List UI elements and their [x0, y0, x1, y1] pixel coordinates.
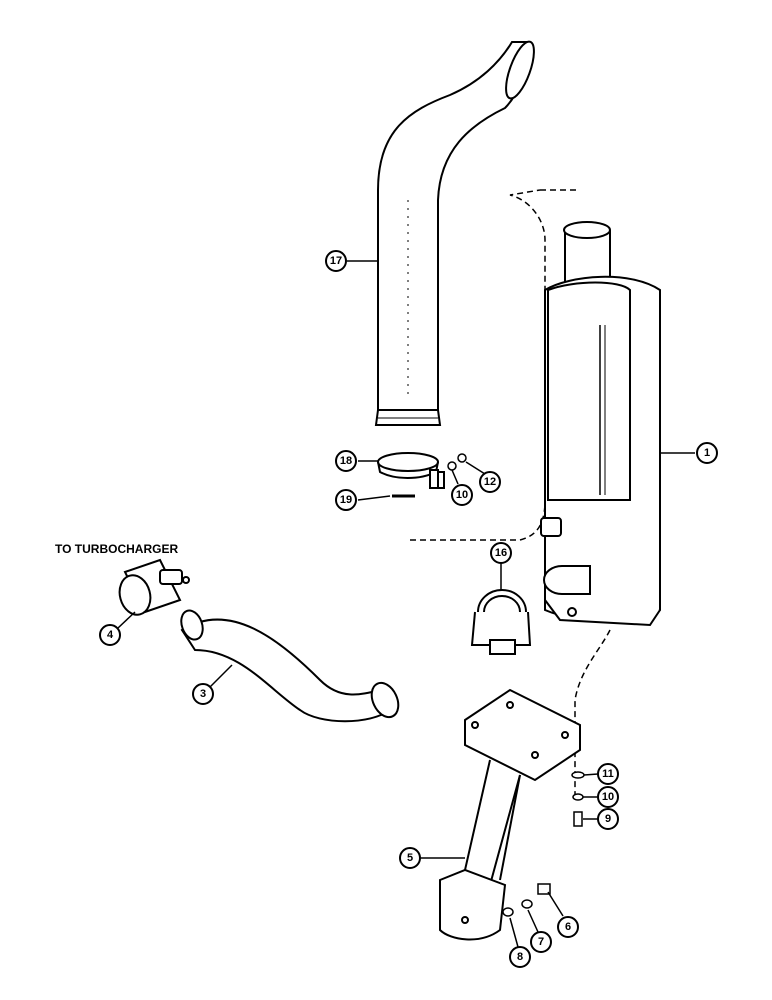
exhaust-stack [374, 40, 535, 426]
callout-5-number: 5 [407, 852, 413, 864]
callout-6: 6 [557, 916, 579, 938]
stack-clamp [377, 452, 445, 489]
callout-17-number: 17 [330, 255, 342, 267]
callout-10-upper: 10 [451, 484, 473, 506]
pipe-clamp [118, 558, 190, 616]
callout-1: 1 [696, 442, 718, 464]
callout-10-upper-number: 10 [456, 489, 468, 501]
exhaust-elbow-pipe [180, 609, 400, 723]
callout-7: 7 [530, 931, 552, 953]
callout-8: 8 [509, 946, 531, 968]
callout-3-number: 3 [200, 688, 206, 700]
to-turbocharger-label: TO TURBOCHARGER [55, 542, 178, 556]
callout-4: 4 [99, 624, 121, 646]
callout-5: 5 [399, 847, 421, 869]
callout-16-number: 16 [495, 547, 507, 559]
callout-1-number: 1 [704, 447, 710, 459]
leader-lines [117, 260, 695, 948]
muffler [540, 221, 661, 627]
callout-9: 9 [597, 808, 619, 830]
assembly-dashed-line-lower [574, 629, 611, 800]
clamp-hardware [392, 453, 467, 498]
callout-8-number: 8 [517, 951, 523, 963]
muffler-support-bracket [439, 688, 581, 941]
callout-12: 12 [479, 471, 501, 493]
callout-3: 3 [192, 683, 214, 705]
callout-18: 18 [335, 450, 357, 472]
callout-16: 16 [490, 542, 512, 564]
callout-17: 17 [325, 250, 347, 272]
callout-11: 11 [597, 763, 619, 785]
bracket-hardware [502, 771, 585, 917]
callout-12-number: 12 [484, 476, 496, 488]
callout-9-number: 9 [605, 813, 611, 825]
callout-18-number: 18 [340, 455, 352, 467]
callout-4-number: 4 [107, 629, 114, 641]
callout-6-number: 6 [565, 921, 571, 933]
callout-10-lower-number: 10 [602, 791, 614, 803]
callout-10-lower: 10 [597, 786, 619, 808]
assembly-dashed-line-upper [410, 189, 546, 541]
callout-19-number: 19 [340, 494, 352, 506]
u-clamp [470, 589, 532, 655]
callout-7-number: 7 [538, 936, 544, 948]
callout-11-number: 11 [602, 768, 614, 780]
callout-19: 19 [335, 489, 357, 511]
